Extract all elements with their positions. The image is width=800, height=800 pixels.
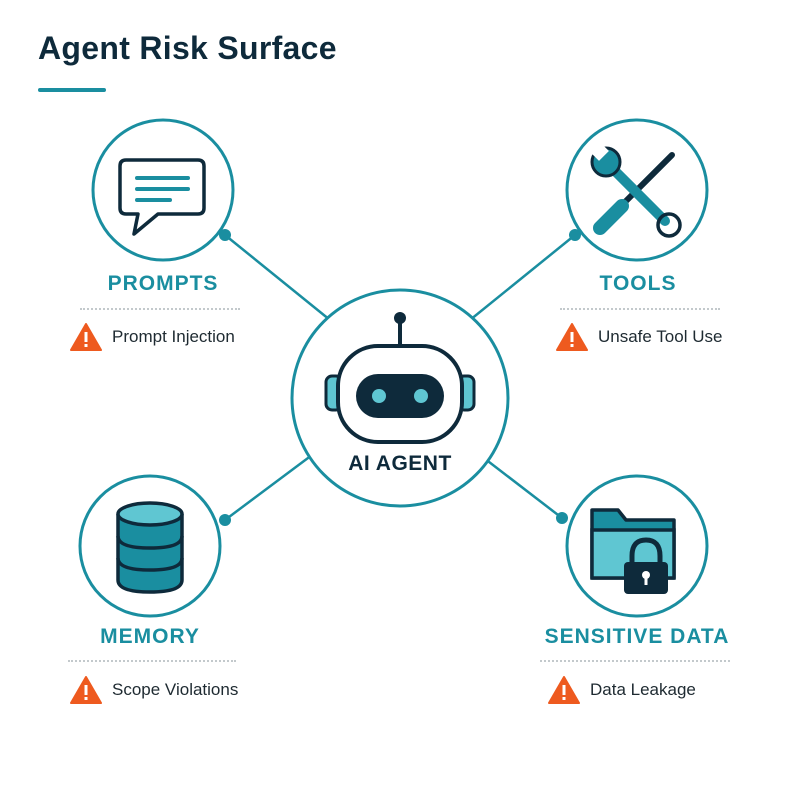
connector-dot-data	[556, 512, 568, 524]
memory-risk-text: Scope Violations	[112, 680, 239, 699]
connector-data	[479, 454, 563, 519]
connector-dot-memory	[219, 514, 231, 526]
memory-risk: Scope Violations	[70, 675, 238, 705]
connector-memory	[224, 453, 313, 522]
warning-icon	[548, 676, 580, 704]
connector-dot-prompts	[219, 229, 231, 241]
warning-icon	[70, 676, 102, 704]
warning-icon	[556, 323, 588, 351]
connector-prompts	[224, 234, 331, 321]
center-label: AI AGENT	[348, 452, 452, 475]
warning-icon	[70, 323, 102, 351]
prompts-divider	[80, 308, 240, 310]
wrench-screwdriver-icon	[589, 141, 682, 238]
tools-risk: Unsafe Tool Use	[556, 322, 722, 352]
data-risk: Data Leakage	[548, 675, 696, 705]
prompts-risk: Prompt Injection	[70, 322, 235, 352]
title-underline	[38, 88, 106, 92]
data-divider	[540, 660, 730, 662]
data-risk-text: Data Leakage	[590, 680, 696, 699]
tools-divider	[560, 308, 720, 310]
tools-risk-text: Unsafe Tool Use	[598, 327, 723, 346]
chat-bubble-icon	[118, 158, 206, 236]
database-icon	[116, 501, 184, 594]
robot-icon	[324, 312, 476, 444]
locked-folder-icon	[590, 508, 676, 594]
prompts-risk-text: Prompt Injection	[112, 327, 235, 346]
memory-divider	[68, 660, 236, 662]
connector-dot-tools	[569, 229, 581, 241]
connector-tools	[469, 234, 576, 321]
data-label: SENSITIVE DATA	[544, 625, 730, 648]
prompts-label: PROMPTS	[107, 272, 219, 295]
memory-label: MEMORY	[100, 625, 200, 648]
page-title: Agent Risk Surface	[38, 30, 337, 66]
tools-label: TOOLS	[599, 272, 677, 295]
